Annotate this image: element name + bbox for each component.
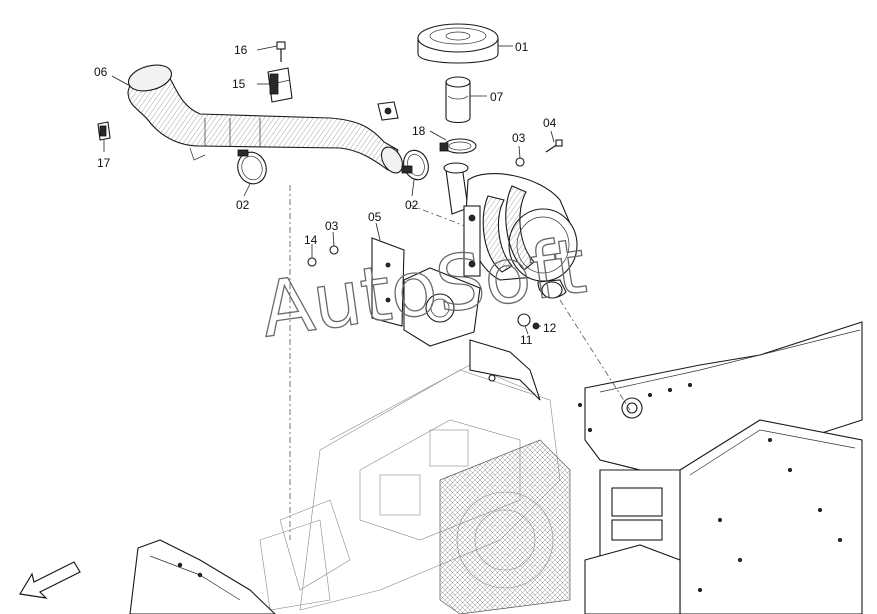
hose-clamp-left xyxy=(237,149,267,185)
callout-18: 18 xyxy=(412,124,426,138)
engine-assembly xyxy=(129,185,863,614)
direction-arrow-icon xyxy=(19,561,81,599)
filter-bolt xyxy=(545,139,563,153)
callout-01: 01 xyxy=(515,40,529,54)
callout-07: 07 xyxy=(490,90,504,104)
callout-12: 12 xyxy=(543,321,557,335)
callout-06: 06 xyxy=(94,65,108,79)
callout-17: 17 xyxy=(97,156,111,170)
washer-upper xyxy=(515,157,525,167)
callout-03-lower: 03 xyxy=(325,219,339,233)
leader-lines xyxy=(103,45,555,335)
intake-hose xyxy=(127,64,404,174)
callout-11: 11 xyxy=(520,333,533,347)
nut-11 xyxy=(517,313,531,327)
callout-02-left: 02 xyxy=(236,198,250,212)
callout-14: 14 xyxy=(304,233,318,247)
callout-03-upper: 03 xyxy=(512,131,526,145)
frame-bolts xyxy=(578,382,843,593)
callout-15: 15 xyxy=(232,77,246,91)
callout-16: 16 xyxy=(234,43,248,57)
hose-clamp-right xyxy=(401,149,429,181)
washer-lower xyxy=(329,245,339,255)
intake-tube xyxy=(445,76,471,124)
hose-bracket xyxy=(267,67,293,103)
callout-05: 05 xyxy=(368,210,382,224)
support-clip xyxy=(97,121,111,141)
tube-clamp xyxy=(439,138,477,154)
air-filter-housing xyxy=(443,162,578,299)
callout-labels: 01 07 16 15 06 17 02 02 18 03 04 03 14 0… xyxy=(94,40,557,347)
mounting-bracket xyxy=(371,237,481,347)
bracket-screw xyxy=(276,41,286,62)
precleaner-cap xyxy=(417,23,499,64)
callout-02-right: 02 xyxy=(405,198,419,212)
callout-04: 04 xyxy=(543,116,557,130)
